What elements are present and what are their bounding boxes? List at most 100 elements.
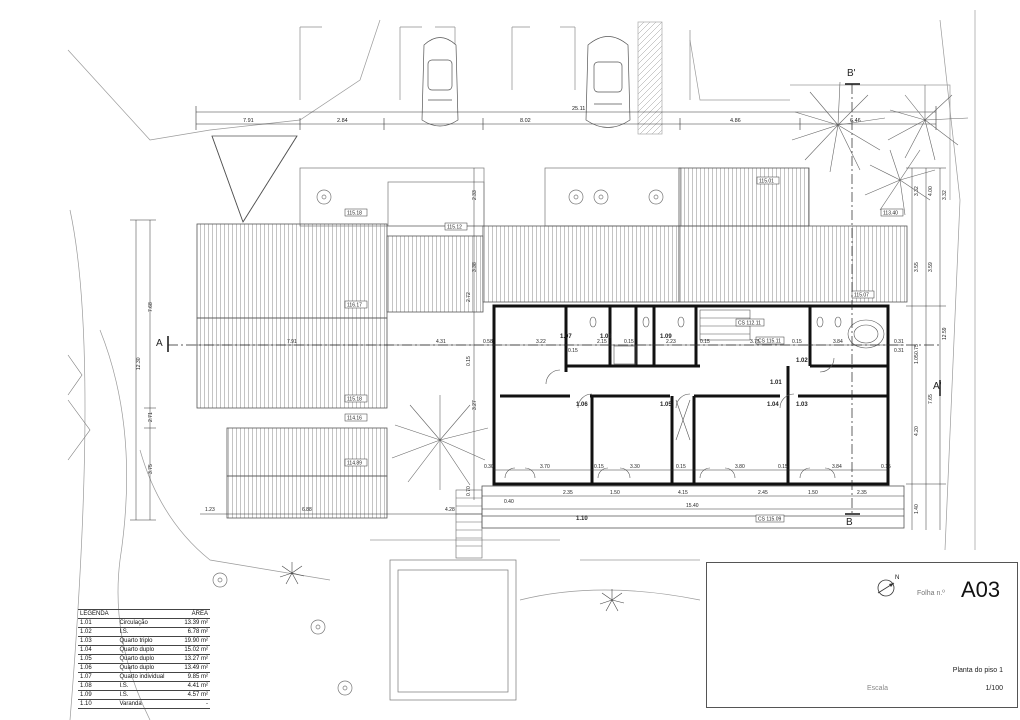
left-stair-hatch [67,354,91,461]
svg-text:1.40: 1.40 [914,504,920,514]
svg-text:1.01: 1.01 [770,380,782,386]
svg-text:1.50: 1.50 [808,490,818,496]
svg-text:114.89: 114.89 [347,461,362,467]
svg-text:12.30: 12.30 [136,357,142,370]
svg-text:113.40: 113.40 [883,211,898,217]
svg-text:1.23: 1.23 [205,507,215,513]
top-dimension-lines [195,106,937,130]
car-2 [585,36,631,128]
scale-label: Escala [867,685,889,692]
parking-area [299,21,691,135]
palm-tree-2 [791,81,886,173]
svg-text:0.15: 0.15 [568,348,578,354]
svg-text:1.07: 1.07 [560,334,572,340]
svg-text:6.88: 6.88 [302,507,312,513]
svg-text:0.31: 0.31 [894,339,904,345]
svg-text:115.01: 115.01 [759,179,774,185]
middle-dimension-labels: 2.33 3.38 2.72 3.27 0.15 0.70 [466,190,478,496]
svg-text:7.68: 7.68 [148,302,154,312]
sheet-code: A03 [961,577,1001,602]
svg-text:1.02: 1.02 [796,358,808,364]
section-b-prime-label: B' [847,68,856,79]
svg-text:0.15: 0.15 [778,464,788,470]
svg-text:2.15: 2.15 [597,339,607,345]
svg-text:1.50: 1.50 [610,490,620,496]
left-dimension-labels: 7.68 12.30 3.75 2.71 1.23 6.88 4.28 [136,302,455,513]
svg-text:0.31: 0.31 [894,348,904,354]
svg-text:3.32: 3.32 [942,190,948,200]
svg-text:3.80: 3.80 [735,464,745,470]
legend-header-area: ÁREA [176,609,210,619]
svg-text:1.10: 1.10 [576,516,588,522]
north-arrow-icon [877,579,895,597]
svg-text:0.40: 0.40 [504,499,514,505]
svg-text:2.35: 2.35 [857,490,867,496]
svg-text:2.23: 2.23 [666,339,676,345]
palm-tree-1 [391,395,489,490]
svg-text:114.16: 114.16 [347,416,362,422]
section-a-label: A [156,338,163,349]
svg-text:0.58: 0.58 [483,339,493,345]
svg-text:3.59: 3.59 [928,262,934,272]
svg-text:CS 115.11: CS 115.11 [758,339,781,345]
interior-dimension-labels: 0.58 3.22 0.15 2.15 0.15 2.23 0.15 3.75 … [287,339,904,509]
svg-text:15.40: 15.40 [686,503,699,509]
svg-text:4.20: 4.20 [914,426,920,436]
section-a-prime-label: A' [933,381,942,392]
svg-text:3.84: 3.84 [832,464,842,470]
svg-text:2.84: 2.84 [337,118,348,124]
svg-text:3.75: 3.75 [148,464,154,474]
svg-text:1.04: 1.04 [767,402,779,408]
svg-text:3.27: 3.27 [472,400,478,410]
svg-text:4.31: 4.31 [436,339,446,345]
interior-dimension-lines [196,344,904,515]
site-context [67,10,976,720]
svg-text:3.30: 3.30 [630,464,640,470]
svg-text:2.71: 2.71 [148,412,154,422]
section-line-b [845,83,860,515]
svg-text:115.18: 115.18 [347,397,362,403]
legend-header-title: LEGENDA [78,609,118,619]
svg-text:0.15: 0.15 [624,339,634,345]
shrub-1 [279,562,305,585]
svg-text:0.15: 0.15 [881,464,891,470]
left-dimension-lines [130,219,156,521]
svg-text:3.84: 3.84 [833,339,843,345]
north-label: N [895,575,900,581]
svg-text:12.59: 12.59 [942,327,948,340]
svg-text:3.55: 3.55 [914,262,920,272]
car-1 [421,37,459,127]
svg-text:0.15: 0.15 [676,464,686,470]
svg-text:1.09: 1.09 [660,334,672,340]
svg-text:1.05: 1.05 [660,402,672,408]
svg-text:4.00: 4.00 [928,186,934,196]
svg-text:115.18: 115.18 [347,211,362,217]
svg-text:3.75: 3.75 [750,339,760,345]
first-floor-walls [492,304,890,486]
svg-text:2.72: 2.72 [466,292,472,302]
svg-text:1.05: 1.05 [914,354,920,364]
svg-text:3.70: 3.70 [540,464,550,470]
level-markers: 115.18 115.12 115.01 113.40 116.17 115.0… [344,176,904,523]
svg-text:2.33: 2.33 [472,190,478,200]
svg-text:1.08: 1.08 [600,334,612,340]
room-labels: 1.01 1.02 1.03 1.04 1.05 1.06 1.07 1.08 … [560,334,808,522]
scale-value: 1/100 [985,685,1003,692]
svg-text:6.46: 6.46 [850,118,861,124]
svg-text:3.22: 3.22 [536,339,546,345]
palm-tree-3 [887,85,969,161]
svg-text:4.86: 4.86 [730,118,741,124]
svg-text:0.30: 0.30 [484,464,494,470]
svg-text:0.15: 0.15 [792,339,802,345]
svg-text:0.15: 0.15 [466,356,472,366]
